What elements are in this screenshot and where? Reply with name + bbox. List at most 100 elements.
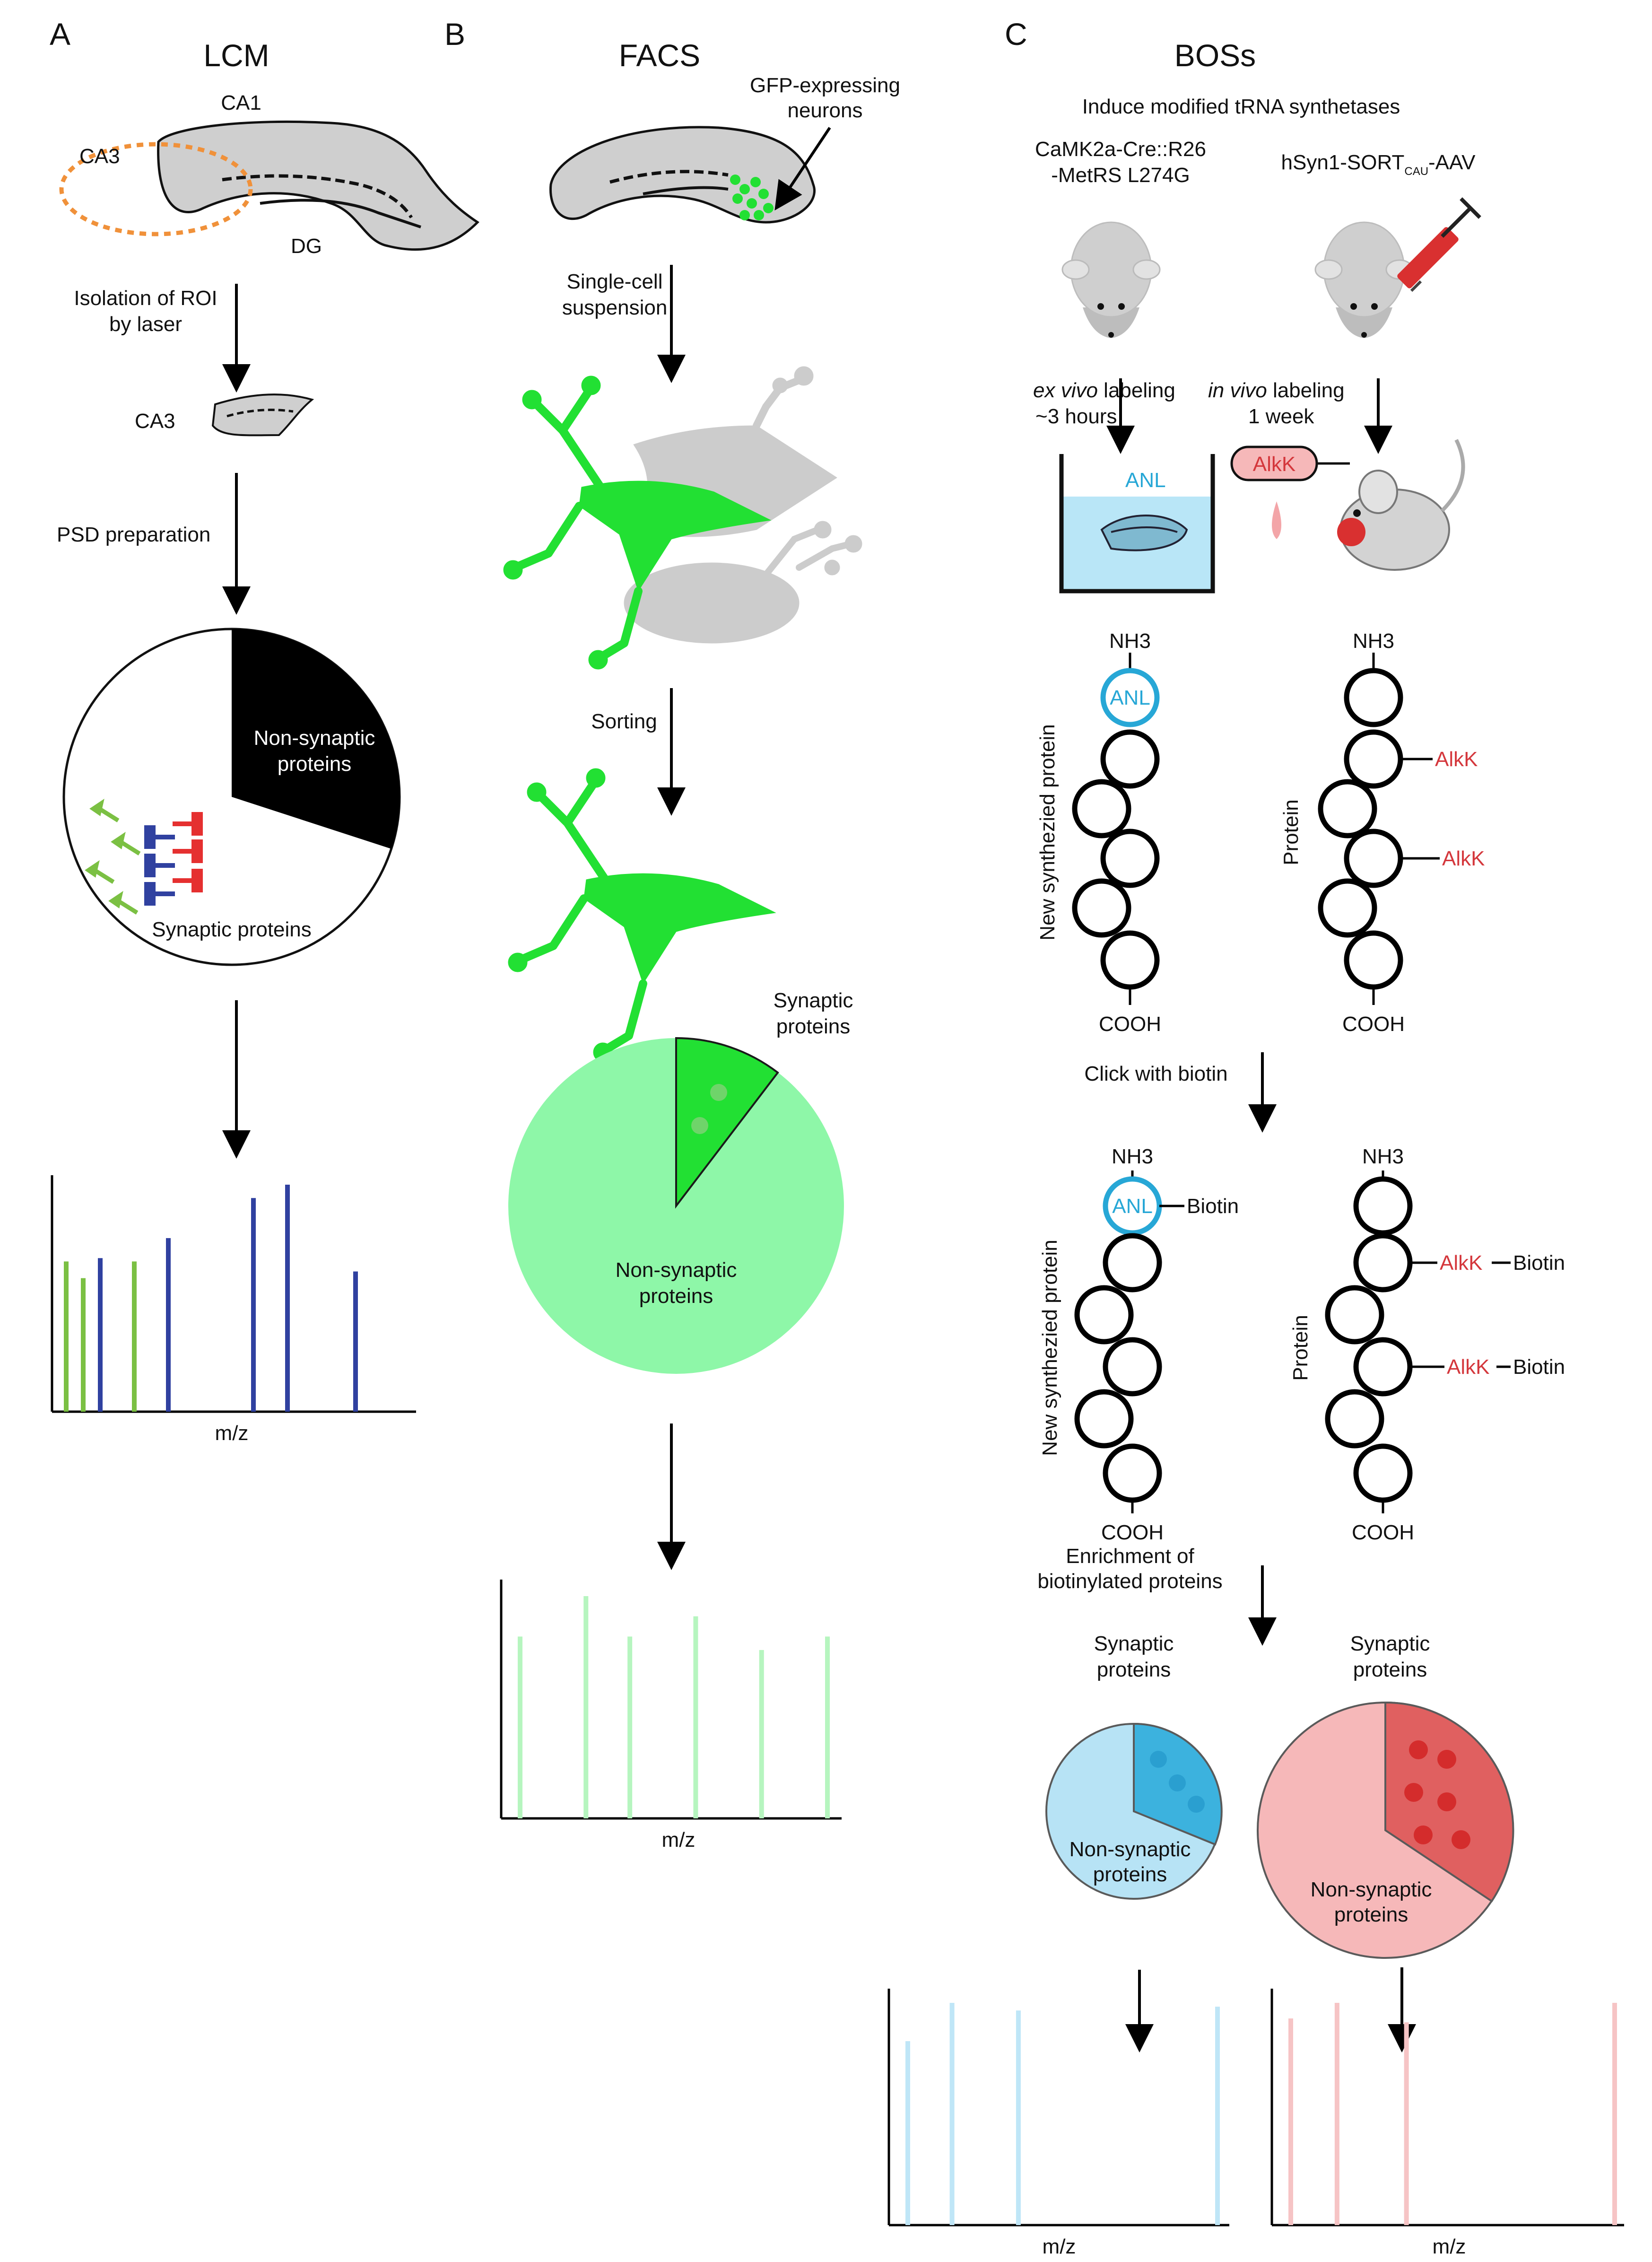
droplet-icon xyxy=(1272,501,1281,539)
gfp-label-line2: neurons xyxy=(787,99,862,122)
red-nonsyn-line1: Non-synaptic xyxy=(1311,1878,1432,1901)
cooh-4: COOH xyxy=(1352,1521,1414,1544)
spectrum-bar xyxy=(1288,2018,1293,2225)
boss-induce: Induce modified tRNA synthetases xyxy=(1082,95,1400,118)
anl-axis-label: m/z xyxy=(1043,2235,1076,2258)
syringe-alkk-label: AlkK xyxy=(1253,453,1296,476)
protein-label-2: Protein xyxy=(1279,799,1303,865)
gfp-pointer xyxy=(774,127,831,210)
invivo-text: in vivo labeling xyxy=(1208,379,1345,402)
nh3-2: NH3 xyxy=(1353,629,1394,653)
facs-pie-nonsyn-line2: proteins xyxy=(639,1284,713,1308)
chain-anl-bottom xyxy=(1074,1170,1184,1513)
step-sorting: Sorting xyxy=(591,710,657,733)
spectrum-bar xyxy=(583,1596,589,1818)
blue-pie xyxy=(1045,1722,1223,1900)
spectrum-bar xyxy=(353,1271,358,1412)
sorted-neuron xyxy=(508,769,775,1062)
spectrum-bar xyxy=(759,1650,764,1818)
panel-letter-a: A xyxy=(50,17,70,52)
synaptic-markers xyxy=(85,798,203,915)
anl-bath xyxy=(1059,454,1215,594)
mouse-right xyxy=(1314,221,1414,339)
click-biotin: Click with biotin xyxy=(1084,1062,1227,1085)
chain-alkk-top xyxy=(1318,653,1440,1005)
enrich-line2: biotinylated proteins xyxy=(1037,1570,1222,1593)
red-nonsyn-line2: proteins xyxy=(1334,1903,1409,1926)
blue-nonsyn-line1: Non-synaptic xyxy=(1069,1838,1191,1861)
alkk-4b: AlkK xyxy=(1447,1355,1489,1379)
hippocampus-a xyxy=(59,120,479,251)
enrich-line1: Enrichment of xyxy=(1066,1545,1194,1568)
facs-pie-synaptic xyxy=(675,1037,779,1209)
spectrum-bar xyxy=(1404,2022,1409,2225)
chain-anl-top xyxy=(1072,653,1160,1005)
blue-syn-line2: proteins xyxy=(1097,1658,1171,1681)
step-isolation-line1: Isolation of ROI xyxy=(74,287,217,310)
spectrum-bar xyxy=(518,1636,522,1818)
nh3-4: NH3 xyxy=(1362,1145,1404,1168)
left-line-2: -MetRS L274G xyxy=(1051,164,1190,187)
spectrum-bar xyxy=(693,1616,698,1818)
lcm-axis-label: m/z xyxy=(215,1422,249,1445)
protein-label-4: Protein xyxy=(1289,1315,1312,1380)
spectrum-bar xyxy=(825,1636,830,1818)
hippocampus-b xyxy=(549,126,816,224)
anl-1: ANL xyxy=(1110,686,1150,709)
red-pie xyxy=(1257,1701,1514,1959)
cooh-3: COOH xyxy=(1101,1521,1164,1544)
biotin-3: Biotin xyxy=(1187,1195,1239,1218)
label-ca1: CA1 xyxy=(221,91,261,114)
bath-anl-label: ANL xyxy=(1125,469,1166,492)
spectrum-bar xyxy=(132,1261,137,1412)
nh3-1: NH3 xyxy=(1109,629,1151,653)
spectrum-bar xyxy=(166,1238,171,1412)
red-syn-line1: Synaptic xyxy=(1350,1632,1430,1655)
facs-pie-syn-line1: Synaptic xyxy=(774,989,853,1012)
left-line-1: CaMK2a-Cre::R26 xyxy=(1035,138,1206,161)
facs-spectrum xyxy=(500,1580,842,1820)
anl-spectrum xyxy=(887,1989,1229,2227)
lcm-pie-nonsynaptic xyxy=(232,629,400,849)
step-suspension-line1: Single-cell xyxy=(567,270,663,293)
alkk-spectrum xyxy=(1270,1989,1624,2227)
alkk-4a: AlkK xyxy=(1440,1251,1482,1275)
lcm-pie-nonsyn-line2: proteins xyxy=(278,752,352,776)
cooh-2: COOH xyxy=(1342,1013,1405,1036)
red-syn-line2: proteins xyxy=(1353,1658,1427,1681)
spectrum-bar xyxy=(285,1185,290,1412)
biotin-4b: Biotin xyxy=(1513,1355,1565,1379)
panel-title-facs: FACS xyxy=(619,38,700,73)
spectrum-bar xyxy=(1612,2003,1617,2225)
label-ca3: CA3 xyxy=(79,145,120,168)
spectrum-bar xyxy=(251,1198,256,1412)
step-psd: PSD preparation xyxy=(57,523,210,546)
spectrum-bar xyxy=(905,2041,910,2225)
facs-pie-nonsyn-line1: Non-synaptic xyxy=(616,1258,737,1282)
new-protein-label-3: New synthezied protein xyxy=(1038,1240,1061,1456)
lcm-pie-nonsyn-line1: Non-synaptic xyxy=(254,726,375,750)
facs-pie xyxy=(508,1037,844,1374)
lcm-pie-syn: Synaptic proteins xyxy=(152,918,312,941)
anl-3: ANL xyxy=(1112,1195,1153,1218)
new-protein-label-1: New synthezied protein xyxy=(1036,724,1059,940)
step-suspension-line2: suspension xyxy=(562,296,668,319)
mouse-left xyxy=(1061,221,1161,339)
facs-axis-label: m/z xyxy=(662,1828,696,1852)
spectrum-bar xyxy=(949,2003,955,2225)
invivo-time: 1 week xyxy=(1248,405,1314,428)
exvivo-time: ~3 hours xyxy=(1035,405,1117,428)
label-isolated-ca3: CA3 xyxy=(135,410,175,433)
blue-syn-line1: Synaptic xyxy=(1094,1632,1174,1655)
spectrum-bar xyxy=(64,1261,69,1412)
alkk-axis-label: m/z xyxy=(1433,2235,1466,2258)
label-dg: DG xyxy=(291,235,322,258)
spectrum-bar xyxy=(1334,2003,1339,2225)
nh3-3: NH3 xyxy=(1112,1145,1153,1168)
spectrum-bar xyxy=(98,1258,103,1412)
alkk-2b: AlkK xyxy=(1442,847,1485,870)
syringe-icon xyxy=(1397,197,1481,292)
cell-suspension xyxy=(504,366,862,669)
panel-title-lcm: LCM xyxy=(203,38,269,73)
